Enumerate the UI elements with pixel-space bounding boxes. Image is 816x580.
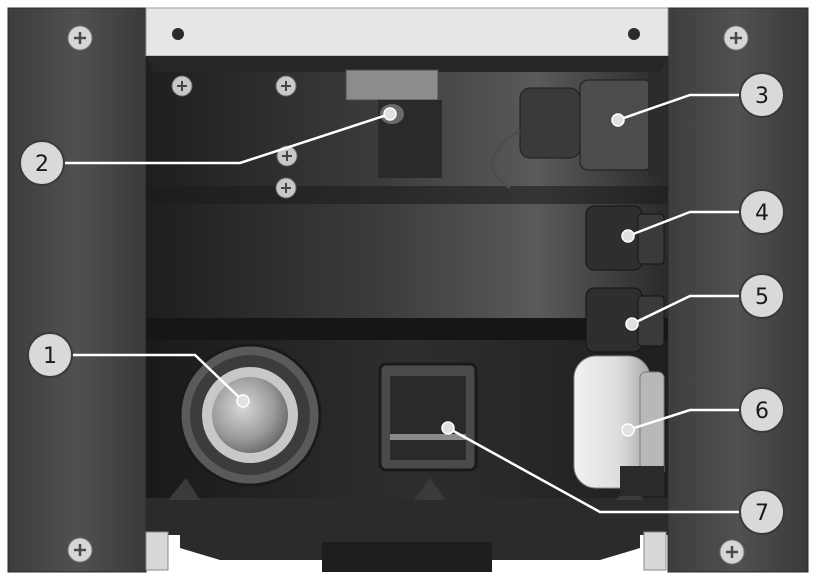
round-port	[178, 343, 322, 487]
leader-line-6	[627, 408, 742, 432]
callout-label-6: 6	[755, 399, 769, 424]
callout-label-7: 7	[755, 501, 769, 526]
screw-icon	[719, 539, 745, 565]
screw-icon	[67, 537, 93, 563]
base-foot-left	[145, 531, 169, 571]
callout-6: 6	[739, 387, 785, 433]
white-cable-gland	[573, 355, 665, 496]
screw-icon	[276, 145, 298, 167]
callout-label-4: 4	[755, 201, 769, 226]
base-tab	[322, 542, 492, 572]
housing-ridge	[146, 318, 668, 340]
leader-line-1	[72, 353, 244, 402]
callout-label-1: 1	[43, 344, 57, 369]
lower-rib	[414, 478, 446, 500]
right-side-panel	[667, 7, 809, 573]
leader-line-2	[60, 112, 391, 165]
leader-dots	[236, 107, 639, 437]
callout-4: 4	[739, 189, 785, 235]
callout-label-5: 5	[755, 285, 769, 310]
callout-2: 2	[19, 140, 65, 186]
lower-rib	[168, 478, 200, 500]
bracket-bolt-icon	[628, 28, 640, 40]
screw-icon	[723, 25, 749, 51]
callout-5: 5	[739, 273, 785, 319]
callout-label-2: 2	[35, 152, 49, 177]
base-foot-right	[643, 531, 667, 571]
leader-line-4	[627, 210, 742, 238]
callout-7: 7	[739, 489, 785, 535]
callout-1: 1	[27, 332, 73, 378]
screw-icon	[275, 75, 297, 97]
left-side-panel	[7, 7, 147, 573]
screw-icon	[171, 75, 193, 97]
housing-shadow-band	[146, 186, 668, 204]
leader-line-5	[631, 294, 742, 326]
leader-line-3	[617, 93, 742, 122]
bracket-bolt-icon	[172, 28, 184, 40]
screw-icon	[275, 177, 297, 199]
cable-gland	[585, 205, 665, 271]
square-port	[378, 362, 478, 472]
callout-label-3: 3	[755, 84, 769, 109]
leader-lines	[60, 93, 742, 514]
callout-3: 3	[739, 72, 785, 118]
housing-base-lip	[146, 498, 668, 560]
top-bracket	[145, 7, 669, 57]
screw-icon	[67, 25, 93, 51]
cable-gland	[585, 287, 665, 353]
housing-top-face	[146, 56, 668, 72]
leader-line-7	[447, 426, 742, 514]
